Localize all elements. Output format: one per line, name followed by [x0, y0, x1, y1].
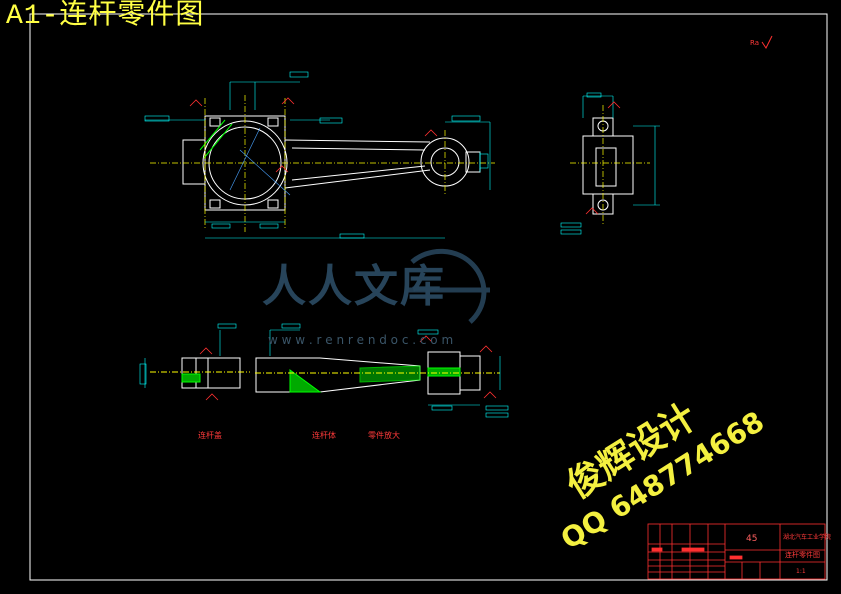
- title-block-material: 45: [746, 534, 758, 544]
- side-view-dimensions: [560, 92, 660, 235]
- section-detail-label: 零件放大: [368, 431, 400, 440]
- section-cap-label: 连杆盖: [198, 431, 222, 440]
- section-body: [255, 351, 500, 395]
- watermark-logo: [408, 248, 490, 324]
- side-view-centerlines: [570, 105, 650, 225]
- title-block: [647, 523, 826, 580]
- drawing-border: [29, 13, 828, 581]
- watermark-site-cn: 人人文库: [262, 261, 446, 312]
- side-view: [582, 117, 634, 215]
- section-annotations: [199, 335, 497, 401]
- sheet-title: A1-连杆零件图: [6, 1, 205, 32]
- section-body-label: 连杆体: [312, 431, 336, 440]
- front-view-centerlines: [150, 95, 495, 232]
- section-dimensions: [139, 323, 509, 418]
- title-block-scale: 1:1: [796, 568, 806, 575]
- title-block-school: 湖北汽车工业学院: [783, 534, 832, 541]
- watermark-site-url: w w w . r e n r e n d o c . c o m: [268, 333, 454, 347]
- ra-mark: Ra: [750, 39, 759, 47]
- ra-mark-group: [761, 35, 773, 49]
- section-cap: [150, 357, 250, 389]
- front-view-dimensions: [144, 71, 491, 239]
- title-block-drawing-name: 连杆零件图: [785, 551, 820, 559]
- front-view-annotations: [189, 97, 438, 173]
- side-view-annotations: [585, 101, 621, 215]
